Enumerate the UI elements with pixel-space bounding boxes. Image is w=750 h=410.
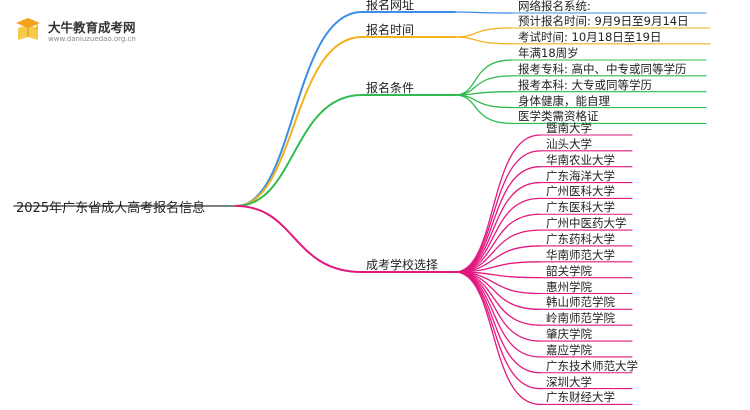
- leaf-label-3-5: 广东医科大学: [546, 200, 615, 215]
- leaf-connector-3-17: [454, 271, 541, 406]
- leaf-label-1-0: 预计报名时间: 9月9日至9月14日: [518, 14, 689, 28]
- site-name: 大牛教育成考网: [48, 20, 136, 35]
- root-node-label: 2025年广东省成人高考报名信息: [16, 201, 206, 216]
- leaf-label-3-11: 韩山师范学院: [546, 295, 615, 310]
- leaf-connector-3-2: [454, 166, 541, 273]
- leaf-label-2-1: 报考专科: 高中、中专或同等学历: [518, 61, 687, 76]
- leaf-connector-3-6: [454, 229, 541, 273]
- leaf-connector-2-0: [454, 59, 513, 96]
- leaf-label-3-10: 惠州学院: [546, 279, 592, 294]
- leaf-connector-3-0: [454, 134, 541, 273]
- leaf-label-3-15: 广东技术师范大学: [546, 358, 638, 373]
- branch-connector-2: [235, 94, 363, 207]
- branch-label-1: 报名时间: [366, 23, 415, 37]
- branch-connector-3: [235, 205, 363, 273]
- leaf-label-3-14: 嘉应学院: [546, 342, 592, 357]
- branch-label-2: 报名条件: [366, 81, 415, 95]
- leaf-label-2-4: 医学类需资格证: [518, 109, 599, 124]
- leaf-connector-1-0: [454, 27, 513, 38]
- leaf-connector-2-4: [454, 94, 513, 125]
- leaf-label-3-1: 汕头大学: [546, 136, 592, 151]
- leaf-label-3-6: 广州中医药大学: [546, 216, 627, 231]
- leaf-connector-1-1: [454, 36, 513, 45]
- graduation-cap-book-icon: [16, 18, 40, 40]
- leaf-connector-3-5: [454, 213, 541, 273]
- leaf-label-3-7: 广东药科大学: [546, 231, 615, 246]
- branch-connector-1: [235, 36, 363, 207]
- branch-label-3: 成考学校选择: [366, 258, 439, 272]
- leaf-label-3-4: 广州医科大学: [546, 184, 615, 199]
- leaf-label-0-0: 网络报名系统:: [518, 0, 591, 13]
- leaf-connector-3-3: [454, 181, 541, 273]
- leaf-label-2-0: 年满18周岁: [518, 46, 579, 60]
- leaf-label-1-1: 考试时间: 10月18日至19日: [518, 29, 662, 44]
- leaf-label-3-12: 岭南师范学院: [546, 311, 615, 326]
- site-url: www.daniuzuedao.org.cn: [48, 35, 136, 43]
- leaf-label-3-17: 广东财经大学: [546, 390, 615, 405]
- branch-label-0: 报名网址: [366, 0, 415, 12]
- leaf-connector-3-4: [454, 197, 541, 273]
- leaf-label-3-16: 深圳大学: [546, 374, 592, 389]
- branch-connector-0: [235, 11, 363, 207]
- leaf-connector-3-12: [454, 271, 541, 326]
- leaf-label-3-8: 华南师范大学: [546, 247, 615, 262]
- leaf-label-3-0: 暨南大学: [546, 121, 592, 135]
- leaf-connector-0-0: [454, 11, 513, 14]
- leaf-label-3-2: 华南农业大学: [546, 152, 615, 167]
- leaf-label-3-13: 肇庆学院: [546, 327, 592, 342]
- cap-shape: [16, 18, 40, 28]
- leaf-label-2-2: 报考本科: 大专或同等学历: [518, 77, 653, 92]
- leaf-label-2-3: 身体健康，能自理: [518, 93, 610, 108]
- leaf-label-3-3: 广东海洋大学: [546, 168, 615, 183]
- site-logo[interactable]: 大牛教育成考网 www.daniuzuedao.org.cn: [14, 14, 164, 48]
- leaf-label-3-9: 韶关学院: [546, 263, 592, 278]
